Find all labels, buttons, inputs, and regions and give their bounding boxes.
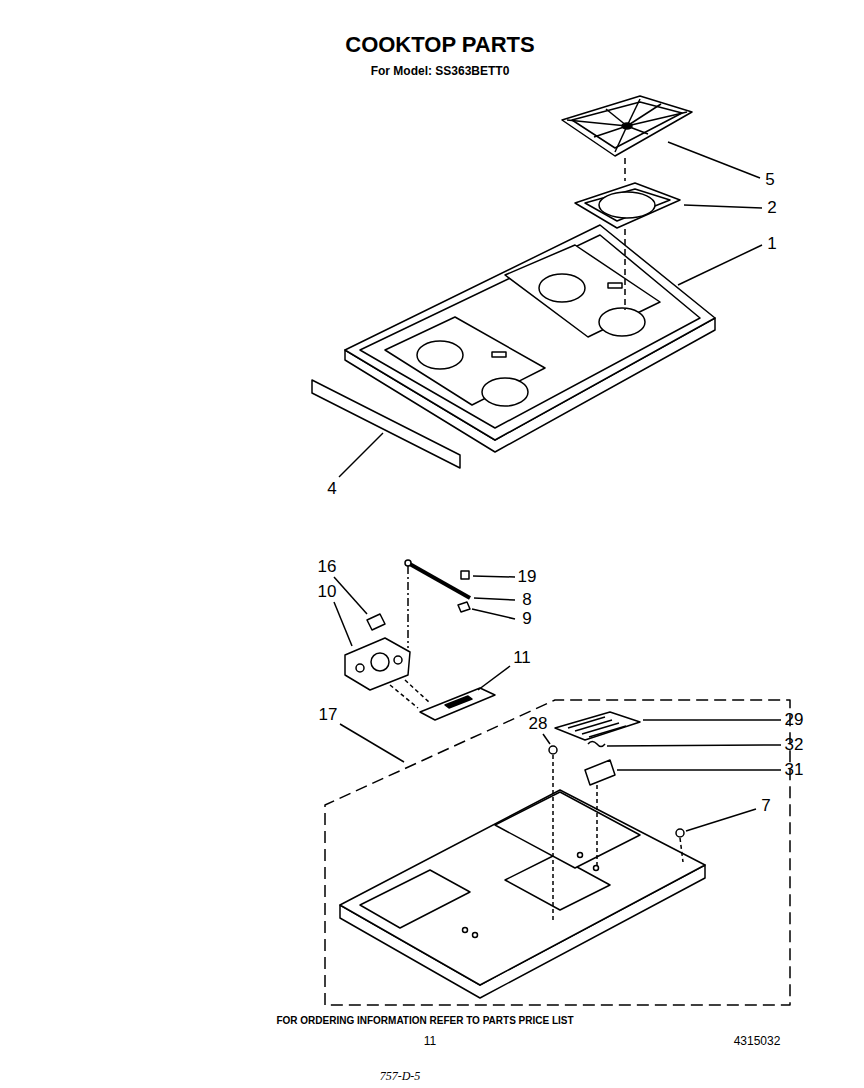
callout-number: 19 <box>518 568 537 587</box>
handwritten-note: 757-D-5 <box>380 1070 421 1083</box>
burner-box <box>340 790 705 998</box>
valve-parts <box>345 560 495 720</box>
document-number: 4315032 <box>734 1035 781 1048</box>
callout-number: 9 <box>522 610 531 629</box>
callout-number: 11 <box>513 649 531 668</box>
burner-grate <box>562 96 692 156</box>
small-parts <box>549 712 684 920</box>
subtitle: For Model: SS363BETT0 <box>371 65 510 78</box>
callout-number: 10 <box>318 583 337 602</box>
burner-bowl <box>575 183 680 228</box>
title: COOKTOP PARTS <box>345 33 534 57</box>
callout-number: 7 <box>761 797 770 816</box>
leader-lines <box>334 142 781 831</box>
callout-number: 1 <box>767 235 776 254</box>
callout-number: 32 <box>785 736 804 755</box>
assembly-outline <box>325 700 790 1005</box>
callout-number: 29 <box>785 711 804 730</box>
callout-number: 5 <box>765 171 774 190</box>
page-number: 11 <box>424 1035 436 1048</box>
cooktop <box>345 225 715 452</box>
callout-number: 8 <box>522 591 531 610</box>
trim-strip <box>312 380 460 468</box>
callout-number: 2 <box>767 199 776 218</box>
footer-note: FOR ORDERING INFORMATION REFER TO PARTS … <box>276 1015 573 1026</box>
callout-number: 4 <box>327 480 336 499</box>
callout-number: 17 <box>319 706 338 725</box>
callout-number: 31 <box>785 761 804 780</box>
callout-number: 28 <box>529 715 548 734</box>
callout-number: 16 <box>318 558 337 577</box>
